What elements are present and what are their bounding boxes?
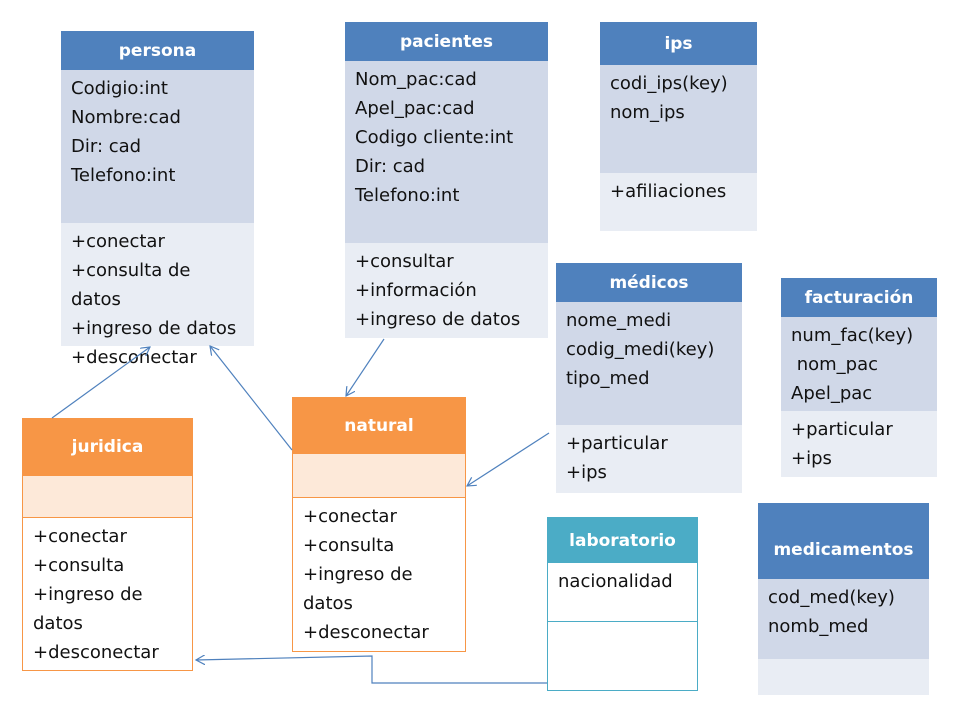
class-medicamentos[interactable]: medicamentos cod_med(key) nomb_med: [758, 503, 929, 695]
connector-laboratorio-juridica: [196, 656, 547, 684]
class-header: facturación: [781, 278, 937, 317]
connector-pacientes-natural: [346, 338, 385, 396]
class-methods: [758, 659, 929, 695]
class-methods: +afiliaciones: [600, 173, 757, 231]
class-header: laboratorio: [548, 518, 697, 563]
class-juridica[interactable]: juridica +conectar +consulta +ingreso de…: [22, 418, 193, 671]
class-methods: +conectar +consulta +ingreso de datos +d…: [303, 506, 429, 643]
class-attributes: [23, 475, 192, 518]
class-attributes: num_fac(key) nom_pac Apel_pac: [781, 317, 937, 411]
class-attributes: Nom_pac:cad Apel_pac:cad Codigo cliente:…: [345, 61, 548, 243]
class-laboratorio[interactable]: laboratorio nacionalidad: [547, 517, 698, 691]
class-header: natural: [293, 398, 465, 453]
connector-juridica-persona: [51, 347, 150, 419]
class-attributes: cod_med(key) nomb_med: [758, 579, 929, 659]
class-medicos[interactable]: médicos nome_medi codig_medi(key) tipo_m…: [556, 263, 742, 493]
class-pacientes[interactable]: pacientes Nom_pac:cad Apel_pac:cad Codig…: [345, 22, 548, 338]
class-header: juridica: [23, 419, 192, 475]
class-attributes: codi_ips(key) nom_ips: [600, 65, 757, 173]
class-header: ips: [600, 22, 757, 65]
class-attributes: [293, 453, 465, 498]
class-methods: +consultar +información +ingreso de dato…: [345, 243, 548, 338]
class-attributes: nacionalidad: [548, 563, 697, 622]
connector-medicos-natural: [467, 432, 550, 486]
class-methods: +particular +ips: [556, 425, 742, 493]
class-persona[interactable]: persona Codigio:int Nombre:cad Dir: cad …: [61, 31, 254, 368]
class-natural[interactable]: natural +conectar +consulta +ingreso de …: [292, 397, 466, 652]
class-attributes: nome_medi codig_medi(key) tipo_med: [556, 302, 742, 425]
class-header: médicos: [556, 263, 742, 302]
class-methods: +conectar +consulta de datos +ingreso de…: [61, 223, 254, 368]
class-facturacion[interactable]: facturación num_fac(key) nom_pac Apel_pa…: [781, 278, 937, 477]
class-ips[interactable]: ips codi_ips(key) nom_ips +afiliaciones: [600, 22, 757, 231]
connector-natural-persona: [210, 346, 293, 451]
class-methods: +conectar +consulta +ingreso de datos +d…: [33, 526, 159, 663]
class-header: pacientes: [345, 22, 548, 61]
class-methods: +particular +ips: [781, 411, 937, 477]
class-header: persona: [61, 31, 254, 70]
class-attributes: Codigio:int Nombre:cad Dir: cad Telefono…: [61, 70, 254, 223]
class-header: medicamentos: [758, 503, 929, 579]
